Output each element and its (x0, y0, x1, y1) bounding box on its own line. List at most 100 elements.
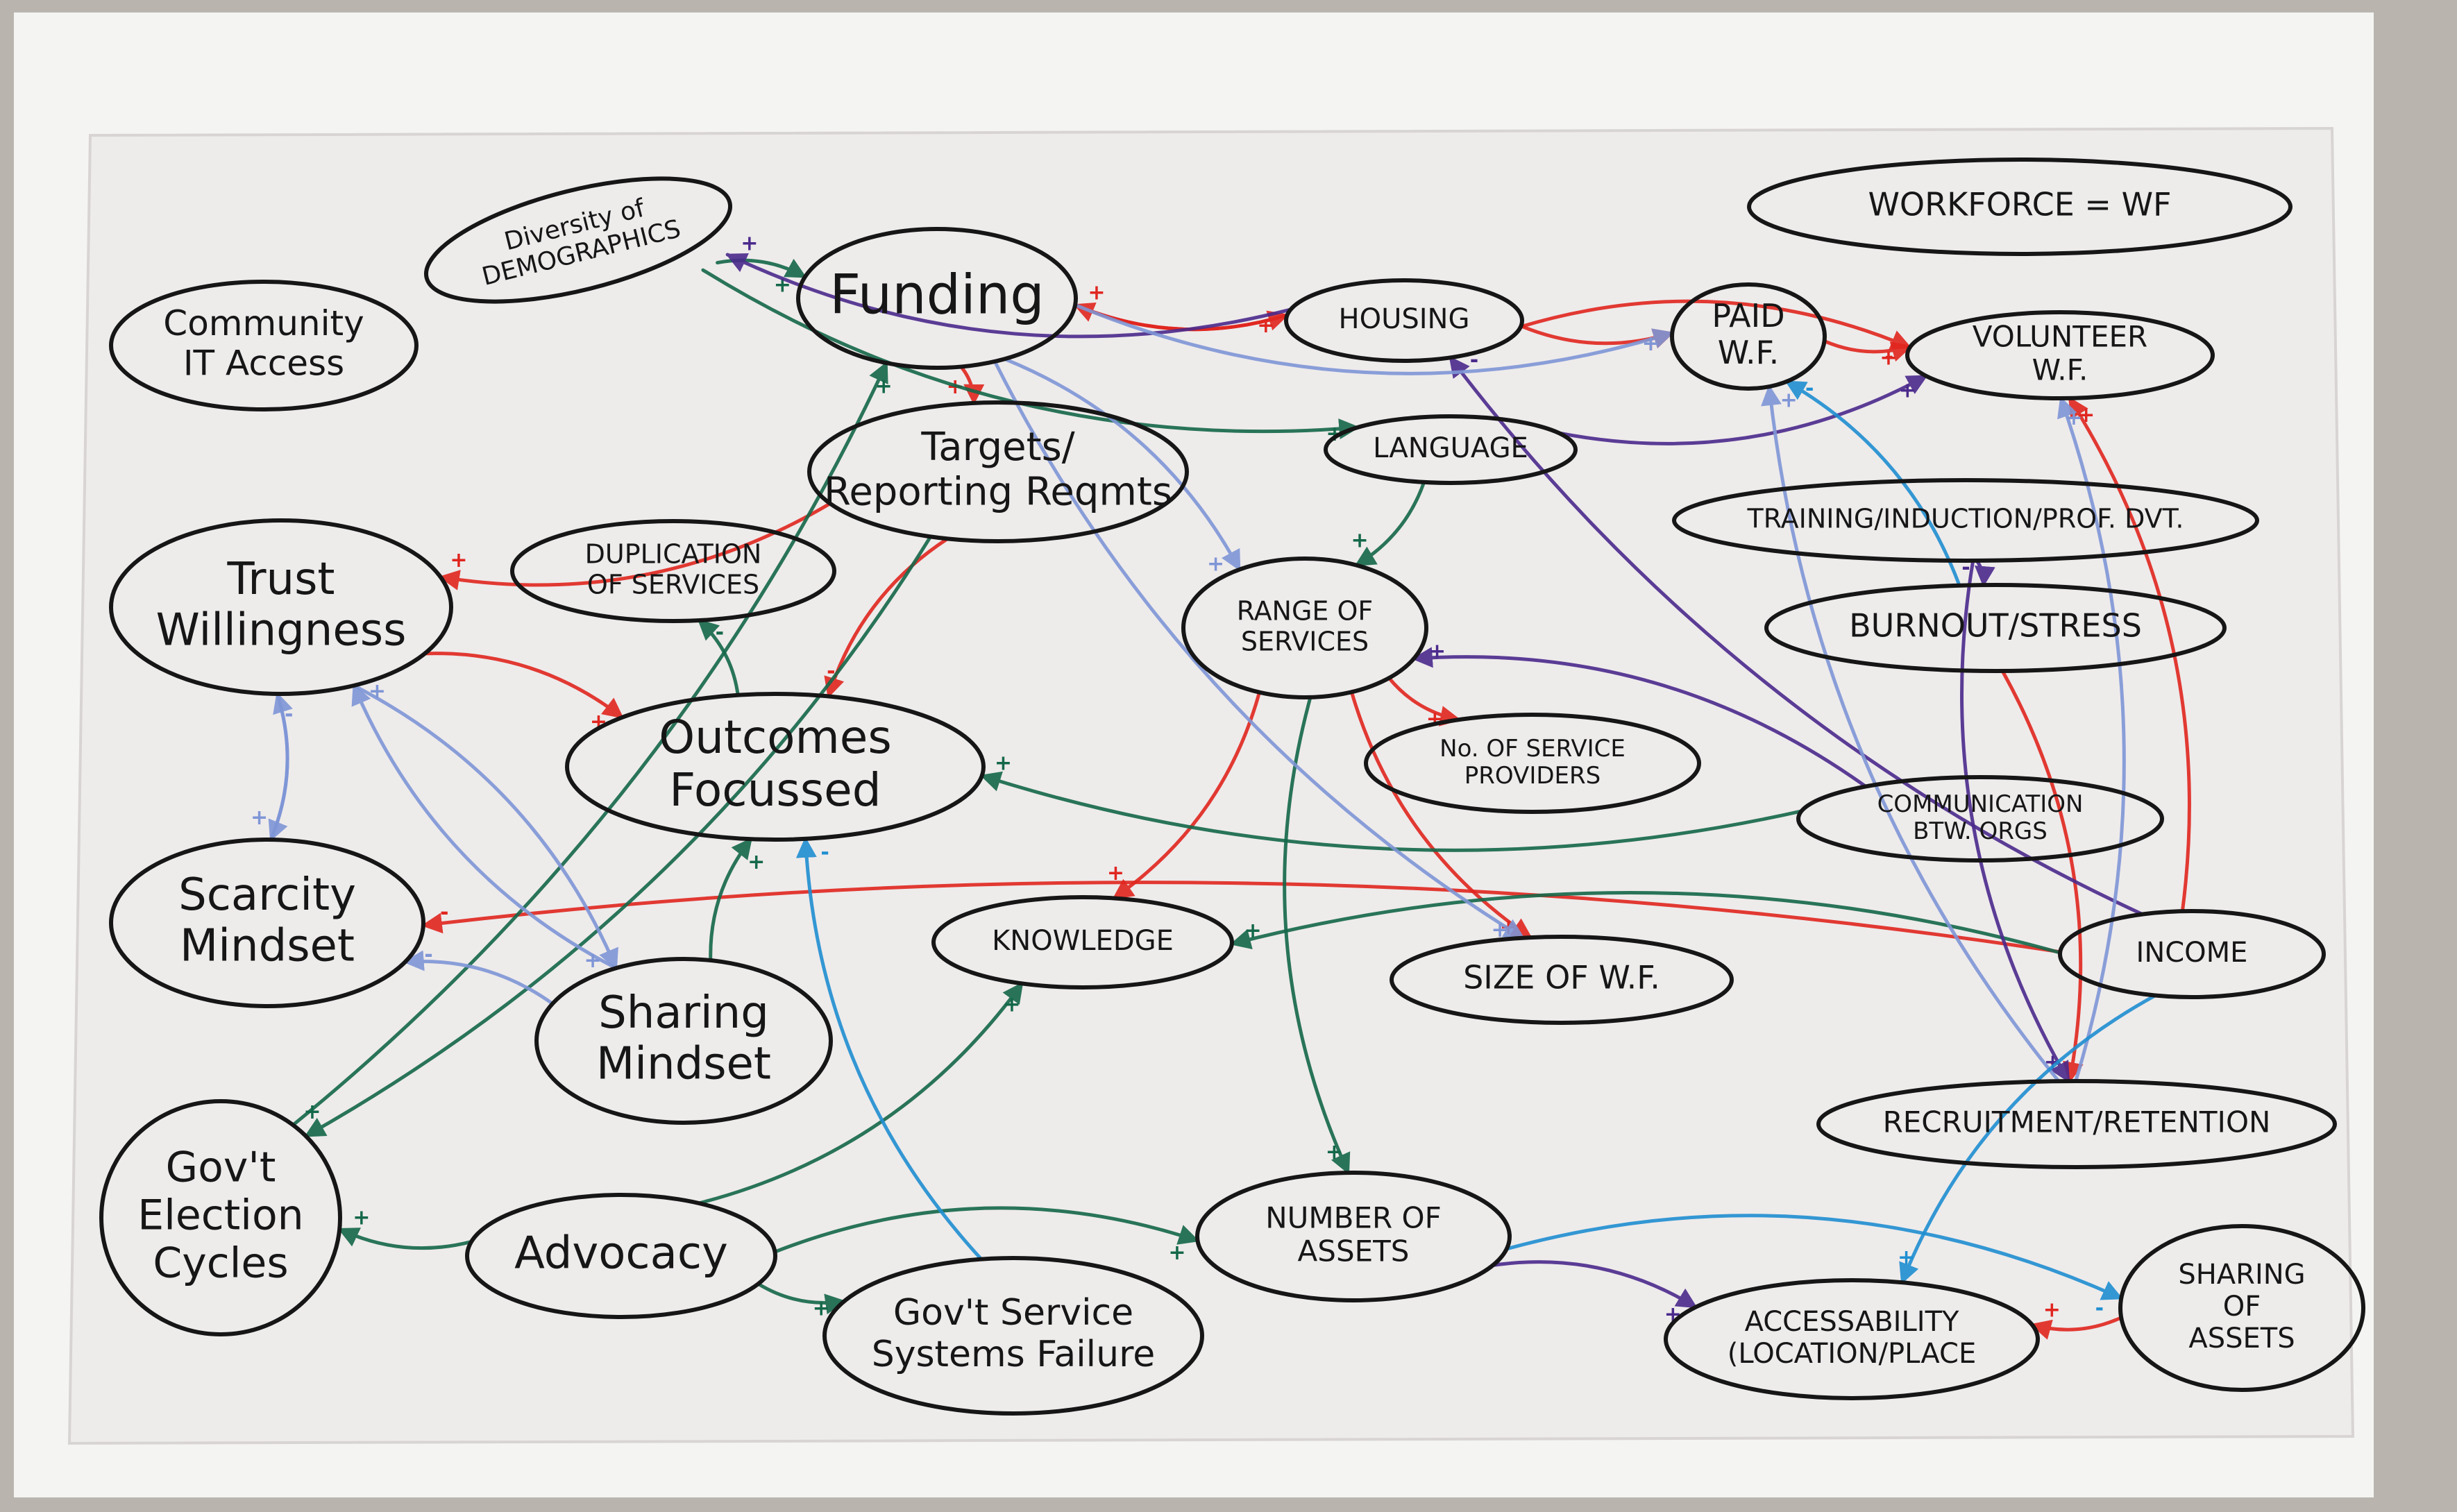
edge-paid-to-volunteer (1823, 339, 1913, 362)
edge-funding-to-range (1002, 357, 1242, 572)
edge-polarity-sign: + (1428, 640, 1446, 664)
node-label: Focussed (669, 763, 881, 817)
edge-range-to-knowledge (1112, 690, 1261, 900)
edge-polarity-sign: + (1426, 707, 1444, 731)
edge-recruitment-to-paid (1761, 384, 2061, 1083)
node-outline (1195, 1171, 1512, 1302)
edge-housing-to-volunteer (1519, 299, 1912, 350)
node-income: INCOME (2058, 909, 2326, 999)
edge-polarity-sign: + (748, 850, 765, 874)
edge-language-to-volunteer (1557, 374, 1928, 445)
node-outline (1181, 557, 1428, 699)
node-label: BURNOUT/STRESS (1849, 607, 2142, 645)
node-label: Mindset (180, 920, 355, 971)
node-label: TRAINING/INDUCTION/PROF. DVT. (1747, 504, 2184, 534)
node-language: LANGUAGE (1324, 414, 1578, 485)
edge-advocacy-to-assets (773, 1206, 1200, 1254)
node-outline (1284, 278, 1524, 363)
node-label: ACCESSABILITY (1745, 1306, 1959, 1338)
node-outline (534, 957, 833, 1125)
node-label: Targets/ (920, 425, 1074, 470)
edge-polarity-sign: + (1168, 1241, 1185, 1265)
edge-polarity-sign: + (875, 374, 893, 398)
edge-polarity-sign: - (424, 943, 432, 967)
node-funding: Funding (796, 227, 1078, 370)
node-label: BTW. ORGS (1913, 817, 2048, 845)
edge-polarity-sign: + (1780, 388, 1798, 412)
node-label: VOLUNTEER (1973, 319, 2147, 353)
node-label: Trust (227, 554, 335, 605)
node-outline (99, 1099, 342, 1336)
edge-sharingassets-to-accessibility (2029, 1316, 2123, 1340)
edge-polarity-sign: + (1351, 528, 1369, 552)
node-outline (1364, 713, 1701, 814)
node-label: Mindset (596, 1038, 771, 1089)
node-label: HOUSING (1339, 303, 1470, 335)
edge-range-to-providers (1387, 676, 1462, 727)
node-label: No. OF SERVICE (1439, 735, 1626, 763)
node-label: Cycles (153, 1239, 288, 1288)
node-label: Sharing (598, 987, 769, 1039)
node-recruitment: RECRUITMENT/RETENTION (1816, 1079, 2337, 1169)
node-label: PROVIDERS (1464, 762, 1601, 790)
node-outline (931, 895, 1234, 989)
edge-polarity-sign: + (1088, 280, 1105, 305)
edge-polarity-sign: + (1207, 552, 1224, 577)
edge-polarity-sign: + (2065, 406, 2082, 430)
edge-polarity-sign: + (1244, 919, 1262, 943)
edge-targets-to-trust (438, 502, 832, 591)
edge-layer: +++++-+-++++-++-+++-++++++++++++-+++-+++… (251, 232, 2191, 1340)
node-label: SERVICES (1241, 626, 1369, 656)
edge-training-to-recruitment (1960, 559, 2071, 1083)
node-outline (1816, 1079, 2337, 1169)
node-label: Election (137, 1191, 303, 1240)
edge-polarity-sign: + (1642, 332, 1660, 356)
node-housing: HOUSING (1284, 278, 1524, 363)
node-training: TRAINING/INDUCTION/PROF. DVT. (1672, 478, 2259, 563)
node-label: RECRUITMENT/RETENTION (1883, 1105, 2271, 1139)
node-label: Funding (829, 264, 1045, 326)
node-label: IT Access (183, 343, 344, 383)
node-workforce: WORKFORCE = WF (1747, 158, 2293, 256)
node-outline (109, 280, 419, 411)
node-label: Gov't (166, 1144, 276, 1192)
node-label: KNOWLEDGE (992, 925, 1174, 957)
edge-burnout-to-recruitment (2000, 669, 2084, 1083)
node-label: Gov't Service (893, 1292, 1133, 1334)
edge-polarity-sign: - (2095, 1296, 2104, 1320)
node-label: DUPLICATION (585, 539, 762, 570)
node-label: PAID (1712, 297, 1784, 334)
node-label: NUMBER OF (1265, 1200, 1442, 1234)
edge-sharing-to-scarcity (403, 950, 555, 1005)
node-label: RANGE OF (1237, 596, 1374, 627)
node-label: Willingness (156, 604, 407, 656)
node-label: Outcomes (659, 711, 892, 764)
edge-advocacy-to-systems (757, 1282, 847, 1315)
node-label: SHARING (2178, 1259, 2305, 1291)
edge-range-to-assets (1283, 695, 1351, 1175)
node-accessibility: ACCESSABILITY(LOCATION/PLACE (1664, 1278, 2040, 1400)
node-outline (423, 176, 733, 304)
node-targets: Targets/Reporting Reqmts (807, 400, 1189, 543)
edge-polarity-sign: - (1805, 377, 1814, 401)
node-label: Reporting Reqmts (824, 469, 1172, 514)
edge-training-to-burnout (1974, 559, 1995, 588)
node-label: W.F. (2032, 353, 2088, 387)
edge-scarcity-to-trust (269, 692, 293, 842)
edge-income-to-housing (1448, 355, 2145, 916)
edge-income-to-scarcity (421, 881, 2062, 954)
edge-sharing-to-outcomes (709, 837, 753, 962)
edge-polarity-sign: + (1003, 993, 1020, 1017)
node-label: COMMUNICATION (1877, 790, 2084, 818)
node-label: Systems Failure (872, 1334, 1156, 1375)
